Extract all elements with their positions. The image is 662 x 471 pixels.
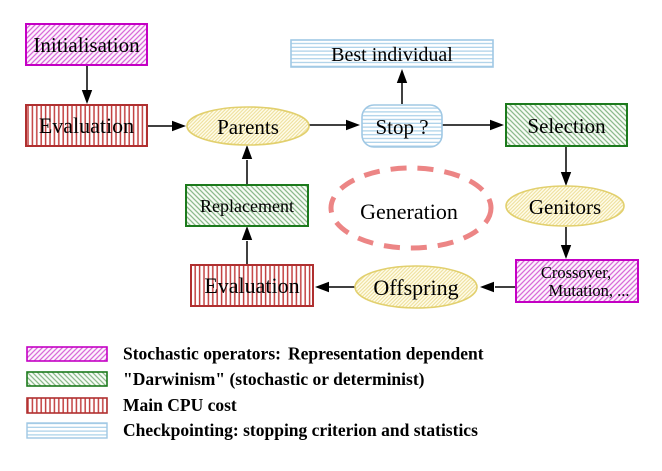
crossover-mutation-box bbox=[515, 259, 639, 303]
legend-label-checkpointing: Checkpointing: stopping criterion and st… bbox=[123, 420, 478, 440]
arrowhead-init-to-evaluation bbox=[81, 90, 93, 104]
legend-label-cpu-cost: Main CPU cost bbox=[123, 395, 237, 415]
legend-swatch-green-hatch bbox=[26, 371, 108, 387]
initialisation-label: Initialisation bbox=[33, 33, 140, 57]
arrowhead-parents-to-stop bbox=[346, 119, 360, 131]
legend-swatch-red-stripes bbox=[26, 397, 108, 414]
node-evaluation-top: Evaluation bbox=[25, 104, 148, 147]
crossover-label: Crossover, bbox=[541, 263, 611, 282]
generation-dashed-ellipse bbox=[328, 165, 494, 251]
initialisation-box bbox=[25, 23, 148, 66]
legend-label-stochastic-operators: Stochastic operators: bbox=[123, 344, 281, 364]
arrowhead-replacement-to-parents bbox=[241, 145, 253, 159]
node-generation: Generation bbox=[328, 165, 494, 251]
legend-swatch-blue-stripes bbox=[26, 422, 108, 439]
genitors-label: Genitors bbox=[529, 195, 601, 219]
arrowhead-evaluation-to-parents bbox=[172, 120, 186, 132]
node-evaluation-bottom: Evaluation bbox=[190, 264, 314, 307]
generation-label: Generation bbox=[360, 199, 458, 224]
stop-label: Stop ? bbox=[375, 115, 428, 139]
node-selection: Selection bbox=[505, 103, 628, 147]
offspring-label: Offspring bbox=[373, 275, 458, 300]
genitors-ellipse bbox=[505, 185, 625, 227]
legend-swatch-magenta-hatch bbox=[26, 346, 108, 362]
replacement-label: Replacement bbox=[200, 196, 294, 216]
legend-row-darwinism: "Darwinism" (stochastic or determinist) bbox=[26, 369, 425, 389]
node-parents: Parents bbox=[186, 106, 310, 146]
selection-box bbox=[505, 103, 628, 147]
evaluation-top-box bbox=[25, 104, 148, 147]
node-stop: Stop ? bbox=[361, 104, 443, 148]
mutation-label: Mutation, ... bbox=[548, 281, 629, 300]
best-individual-box bbox=[290, 39, 494, 68]
selection-label: Selection bbox=[527, 114, 606, 138]
replacement-box bbox=[185, 184, 309, 227]
legend-label-representation-dependent: Representation dependent bbox=[288, 344, 484, 364]
node-crossover-mutation: Crossover, Mutation, ... bbox=[515, 259, 639, 303]
arrowhead-crossover-to-offspring bbox=[480, 281, 494, 293]
legend-row-checkpointing: Checkpointing: stopping criterion and st… bbox=[26, 420, 478, 440]
arrowhead-stop-to-best bbox=[396, 69, 408, 83]
legend-label-darwinism: "Darwinism" (stochastic or determinist) bbox=[123, 369, 425, 389]
node-initialisation: Initialisation bbox=[25, 23, 148, 66]
offspring-ellipse bbox=[354, 265, 478, 309]
arrowhead-offspring-to-evaluation bbox=[315, 281, 329, 293]
arrows bbox=[81, 66, 572, 293]
arrowhead-evaluation-to-replacement bbox=[241, 226, 253, 240]
evaluation-bottom-box bbox=[190, 264, 314, 307]
best-individual-label: Best individual bbox=[331, 44, 453, 66]
node-replacement: Replacement bbox=[185, 184, 309, 227]
stop-box bbox=[361, 104, 443, 148]
arrowhead-selection-to-genitors bbox=[560, 172, 572, 186]
node-best-individual: Best individual bbox=[290, 39, 494, 68]
legend-row-cpu-cost: Main CPU cost bbox=[26, 395, 237, 415]
evaluation-top-label: Evaluation bbox=[39, 113, 134, 138]
parents-label: Parents bbox=[217, 115, 279, 139]
node-offspring: Offspring bbox=[354, 265, 478, 309]
parents-ellipse bbox=[186, 106, 310, 146]
arrowhead-genitors-to-crossover bbox=[560, 245, 572, 259]
arrowhead-stop-to-selection bbox=[490, 119, 504, 131]
evaluation-bottom-label: Evaluation bbox=[204, 273, 299, 298]
legend-row-stochastic-operators: Stochastic operators: Representation dep… bbox=[26, 344, 484, 364]
node-genitors: Genitors bbox=[505, 185, 625, 227]
legend: Stochastic operators: Representation dep… bbox=[26, 344, 484, 440]
